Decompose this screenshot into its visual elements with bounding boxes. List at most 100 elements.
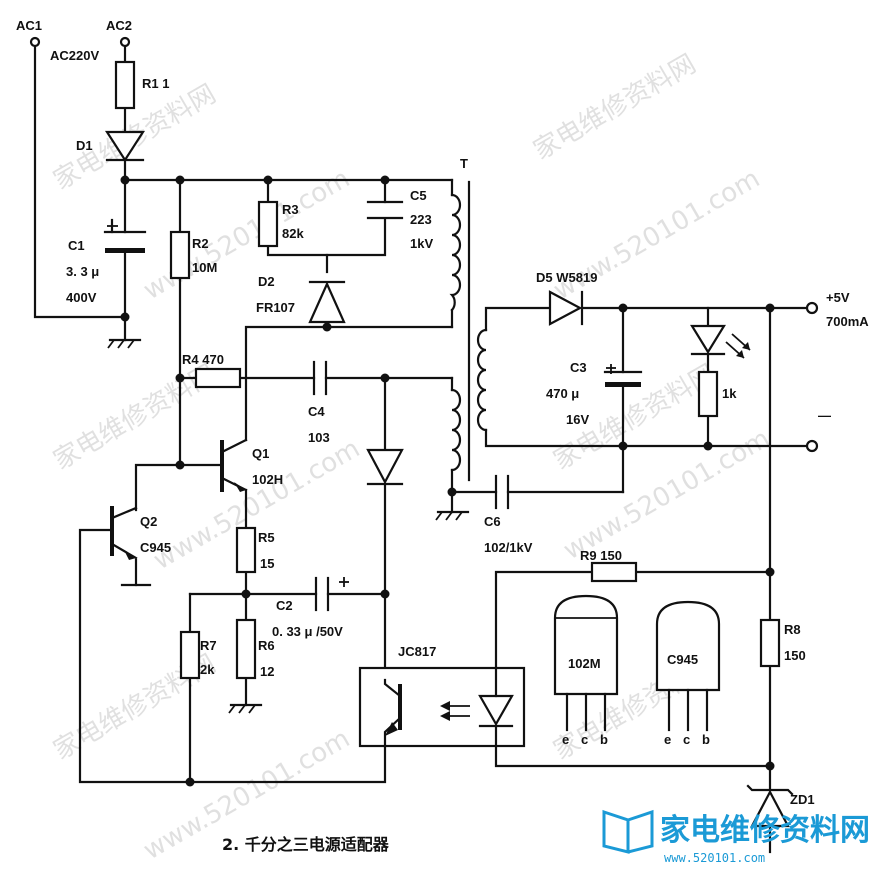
label-ac220v: AC220V: [50, 48, 99, 63]
label-r2-value: 10M: [192, 260, 217, 275]
label-r7-value: 2k: [200, 662, 215, 677]
junction-dot: [322, 322, 332, 332]
label-package-c945: C945: [667, 652, 698, 667]
junction-dot: [703, 441, 713, 451]
label-out-current: 700mA: [826, 314, 869, 329]
resistor-r2: [169, 230, 191, 280]
label-c5-name: C5: [410, 188, 427, 203]
junction-dot: [175, 373, 185, 383]
label-r4: R4 470: [182, 352, 224, 367]
resistor-r3: [257, 200, 279, 248]
grounds: [107, 338, 470, 714]
label-led-resistor: 1k: [722, 386, 737, 401]
label-q1-name: Q1: [252, 446, 269, 461]
resistor-r9: [590, 561, 638, 583]
junction-dot: [120, 312, 130, 322]
junction-dot: [120, 175, 130, 185]
label-q2-name: Q2: [140, 514, 157, 529]
terminal-plus5v: [805, 301, 819, 315]
label-c6-value: 102/1kV: [484, 540, 533, 555]
label-r8-name: R8: [784, 622, 801, 637]
label-d2-value: FR107: [256, 300, 295, 315]
junctions: [120, 175, 775, 787]
label-r5-value: 15: [260, 556, 274, 571]
label-d2-name: D2: [258, 274, 275, 289]
junction-dot: [765, 761, 775, 771]
label-pin-e: e: [562, 732, 569, 747]
resistor-r7: [179, 630, 201, 680]
capacitor-c5: [366, 200, 404, 220]
junction-dot: [175, 175, 185, 185]
junction-dot: [380, 589, 390, 599]
label-c6-name: C6: [484, 514, 501, 529]
optocoupler-jc817: [358, 666, 526, 748]
transistor-q1: [220, 438, 248, 492]
label-c3-value: 470 μ: [546, 386, 579, 401]
label-ac1: AC1: [16, 18, 42, 33]
label-c5-value: 223: [410, 212, 432, 227]
label-r5-name: R5: [258, 530, 275, 545]
label-optocoupler: JC817: [398, 644, 436, 659]
resistor-r4: [194, 367, 242, 389]
junction-dot: [618, 441, 628, 451]
resistor-led-1k: [697, 370, 719, 418]
label-package-102m: 102M: [568, 656, 601, 671]
label-c5-voltage: 1kV: [410, 236, 433, 251]
label-c1-name: C1: [68, 238, 85, 253]
label-r3-value: 82k: [282, 226, 304, 241]
junction-dot: [618, 303, 628, 313]
package-102m: [553, 594, 619, 732]
capacitors: [103, 200, 643, 612]
zener-zd1: [750, 789, 790, 828]
terminal-ac2: [119, 36, 131, 48]
logo-url: www.520101.com: [664, 851, 765, 865]
book-icon: [602, 809, 654, 854]
label-c3-name: C3: [570, 360, 587, 375]
capacitor-c1: [103, 218, 147, 253]
label-r2-name: R2: [192, 236, 209, 251]
label-q1-value: 102H: [252, 472, 283, 487]
terminal-ac1: [29, 36, 41, 48]
label-r7-name: R7: [200, 638, 217, 653]
capacitor-c4: [312, 360, 328, 396]
label-pin-e: e: [664, 732, 671, 747]
label-r6-name: R6: [258, 638, 275, 653]
diode-d1: [104, 130, 146, 163]
label-r1: R1 1: [142, 76, 169, 91]
resistor-r5: [235, 526, 257, 574]
label-c4-value: 103: [308, 430, 330, 445]
package-c945: [655, 600, 721, 732]
ground-symbol: [107, 338, 142, 349]
transistors: [110, 438, 248, 560]
capacitor-c2: [314, 576, 349, 612]
diode-d2: [308, 281, 346, 324]
capacitor-c6: [494, 474, 510, 510]
transistor-q2: [110, 506, 138, 560]
resistor-r8: [759, 618, 781, 668]
label-r8-value: 150: [784, 648, 806, 663]
label-out-positive: +5V: [826, 290, 850, 305]
junction-dot: [175, 460, 185, 470]
resistors: [114, 60, 781, 680]
label-pin-c: c: [581, 732, 588, 747]
ground-symbol: [228, 703, 263, 714]
label-ac2: AC2: [106, 18, 132, 33]
label-c4-name: C4: [308, 404, 325, 419]
junction-dot: [765, 567, 775, 577]
junction-dot: [447, 487, 457, 497]
label-transformer: T: [460, 156, 468, 171]
junction-dot: [263, 175, 273, 185]
label-r6-value: 12: [260, 664, 274, 679]
junction-dot: [380, 175, 390, 185]
label-c1-voltage: 400V: [66, 290, 97, 305]
terminal-minus: [805, 439, 819, 453]
resistor-r1: [114, 60, 136, 110]
label-d5: D5 W5819: [536, 270, 597, 285]
resistor-r6: [235, 618, 257, 680]
label-r9: R9 150: [580, 548, 622, 563]
label-c1-value: 3. 3 μ: [66, 264, 99, 279]
label-pin-b: b: [702, 732, 710, 747]
diode-feedback: [366, 448, 404, 485]
